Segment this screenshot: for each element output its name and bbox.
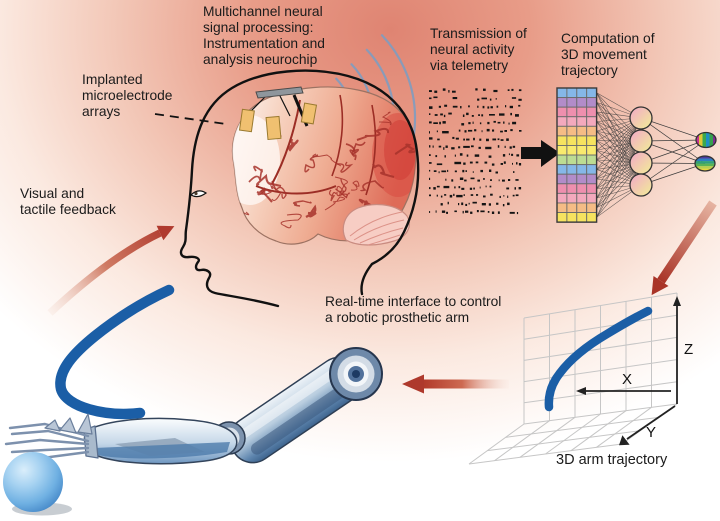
arrow-network-to-plot: [651, 200, 717, 296]
y-axis: [626, 405, 676, 440]
plot-axes: [576, 296, 681, 446]
output-node: [695, 131, 717, 149]
target-ball: [3, 452, 72, 516]
arrow-feedback: [47, 225, 175, 316]
hidden-node: [629, 106, 653, 130]
electrode: [300, 102, 318, 125]
plot-caption: 3D arm trajectory: [556, 452, 668, 468]
neural-network: [556, 87, 707, 223]
electrode: [238, 108, 255, 133]
output-node: [694, 155, 716, 172]
neurochip: [249, 86, 309, 127]
hidden-node: [629, 151, 653, 175]
z-axis-label: Z: [684, 341, 694, 358]
y-axis-label: Y: [646, 424, 657, 441]
microelectrode-arrays: [238, 102, 318, 141]
shoulder-joint: [329, 347, 383, 401]
network-output-nodes: [694, 131, 717, 172]
hidden-node: [629, 129, 653, 153]
hidden-node: [629, 173, 653, 197]
electrode: [265, 115, 282, 141]
head-outline: [179, 69, 420, 308]
label-transmission: Transmission of neural activity via tele…: [430, 26, 527, 73]
cerebellum-striations: [349, 211, 405, 246]
label-realtime-interface: Real-time interface to control a robotic…: [325, 294, 502, 325]
robotic-prosthetic-arm: [4, 347, 383, 465]
arrow-plot-to-arm: [402, 374, 509, 394]
head-profile: [179, 69, 420, 308]
eye-icon: [190, 190, 208, 198]
trajectory-3d-plot: [468, 292, 681, 465]
trajectory-curve-scene: [55, 284, 175, 420]
label-feedback: Visual and tactile feedback: [20, 186, 116, 217]
robotic-hand: [4, 413, 99, 462]
x-axis-label: X: [622, 371, 633, 388]
arrow-raster-to-network: [521, 140, 560, 167]
label-multichannel-processing: Multichannel neural signal processing: I…: [203, 4, 325, 67]
label-computation: Computation of 3D movement trajectory: [561, 31, 655, 78]
trajectory-curve-plot: [544, 306, 653, 412]
label-implanted-arrays: Implanted microelectrode arrays: [82, 72, 173, 119]
neurochip-bar: [255, 86, 304, 99]
label-pointer-dashed-line: [154, 113, 227, 125]
neural-raster-plot: [429, 88, 522, 215]
eye-pupil: [194, 191, 198, 196]
